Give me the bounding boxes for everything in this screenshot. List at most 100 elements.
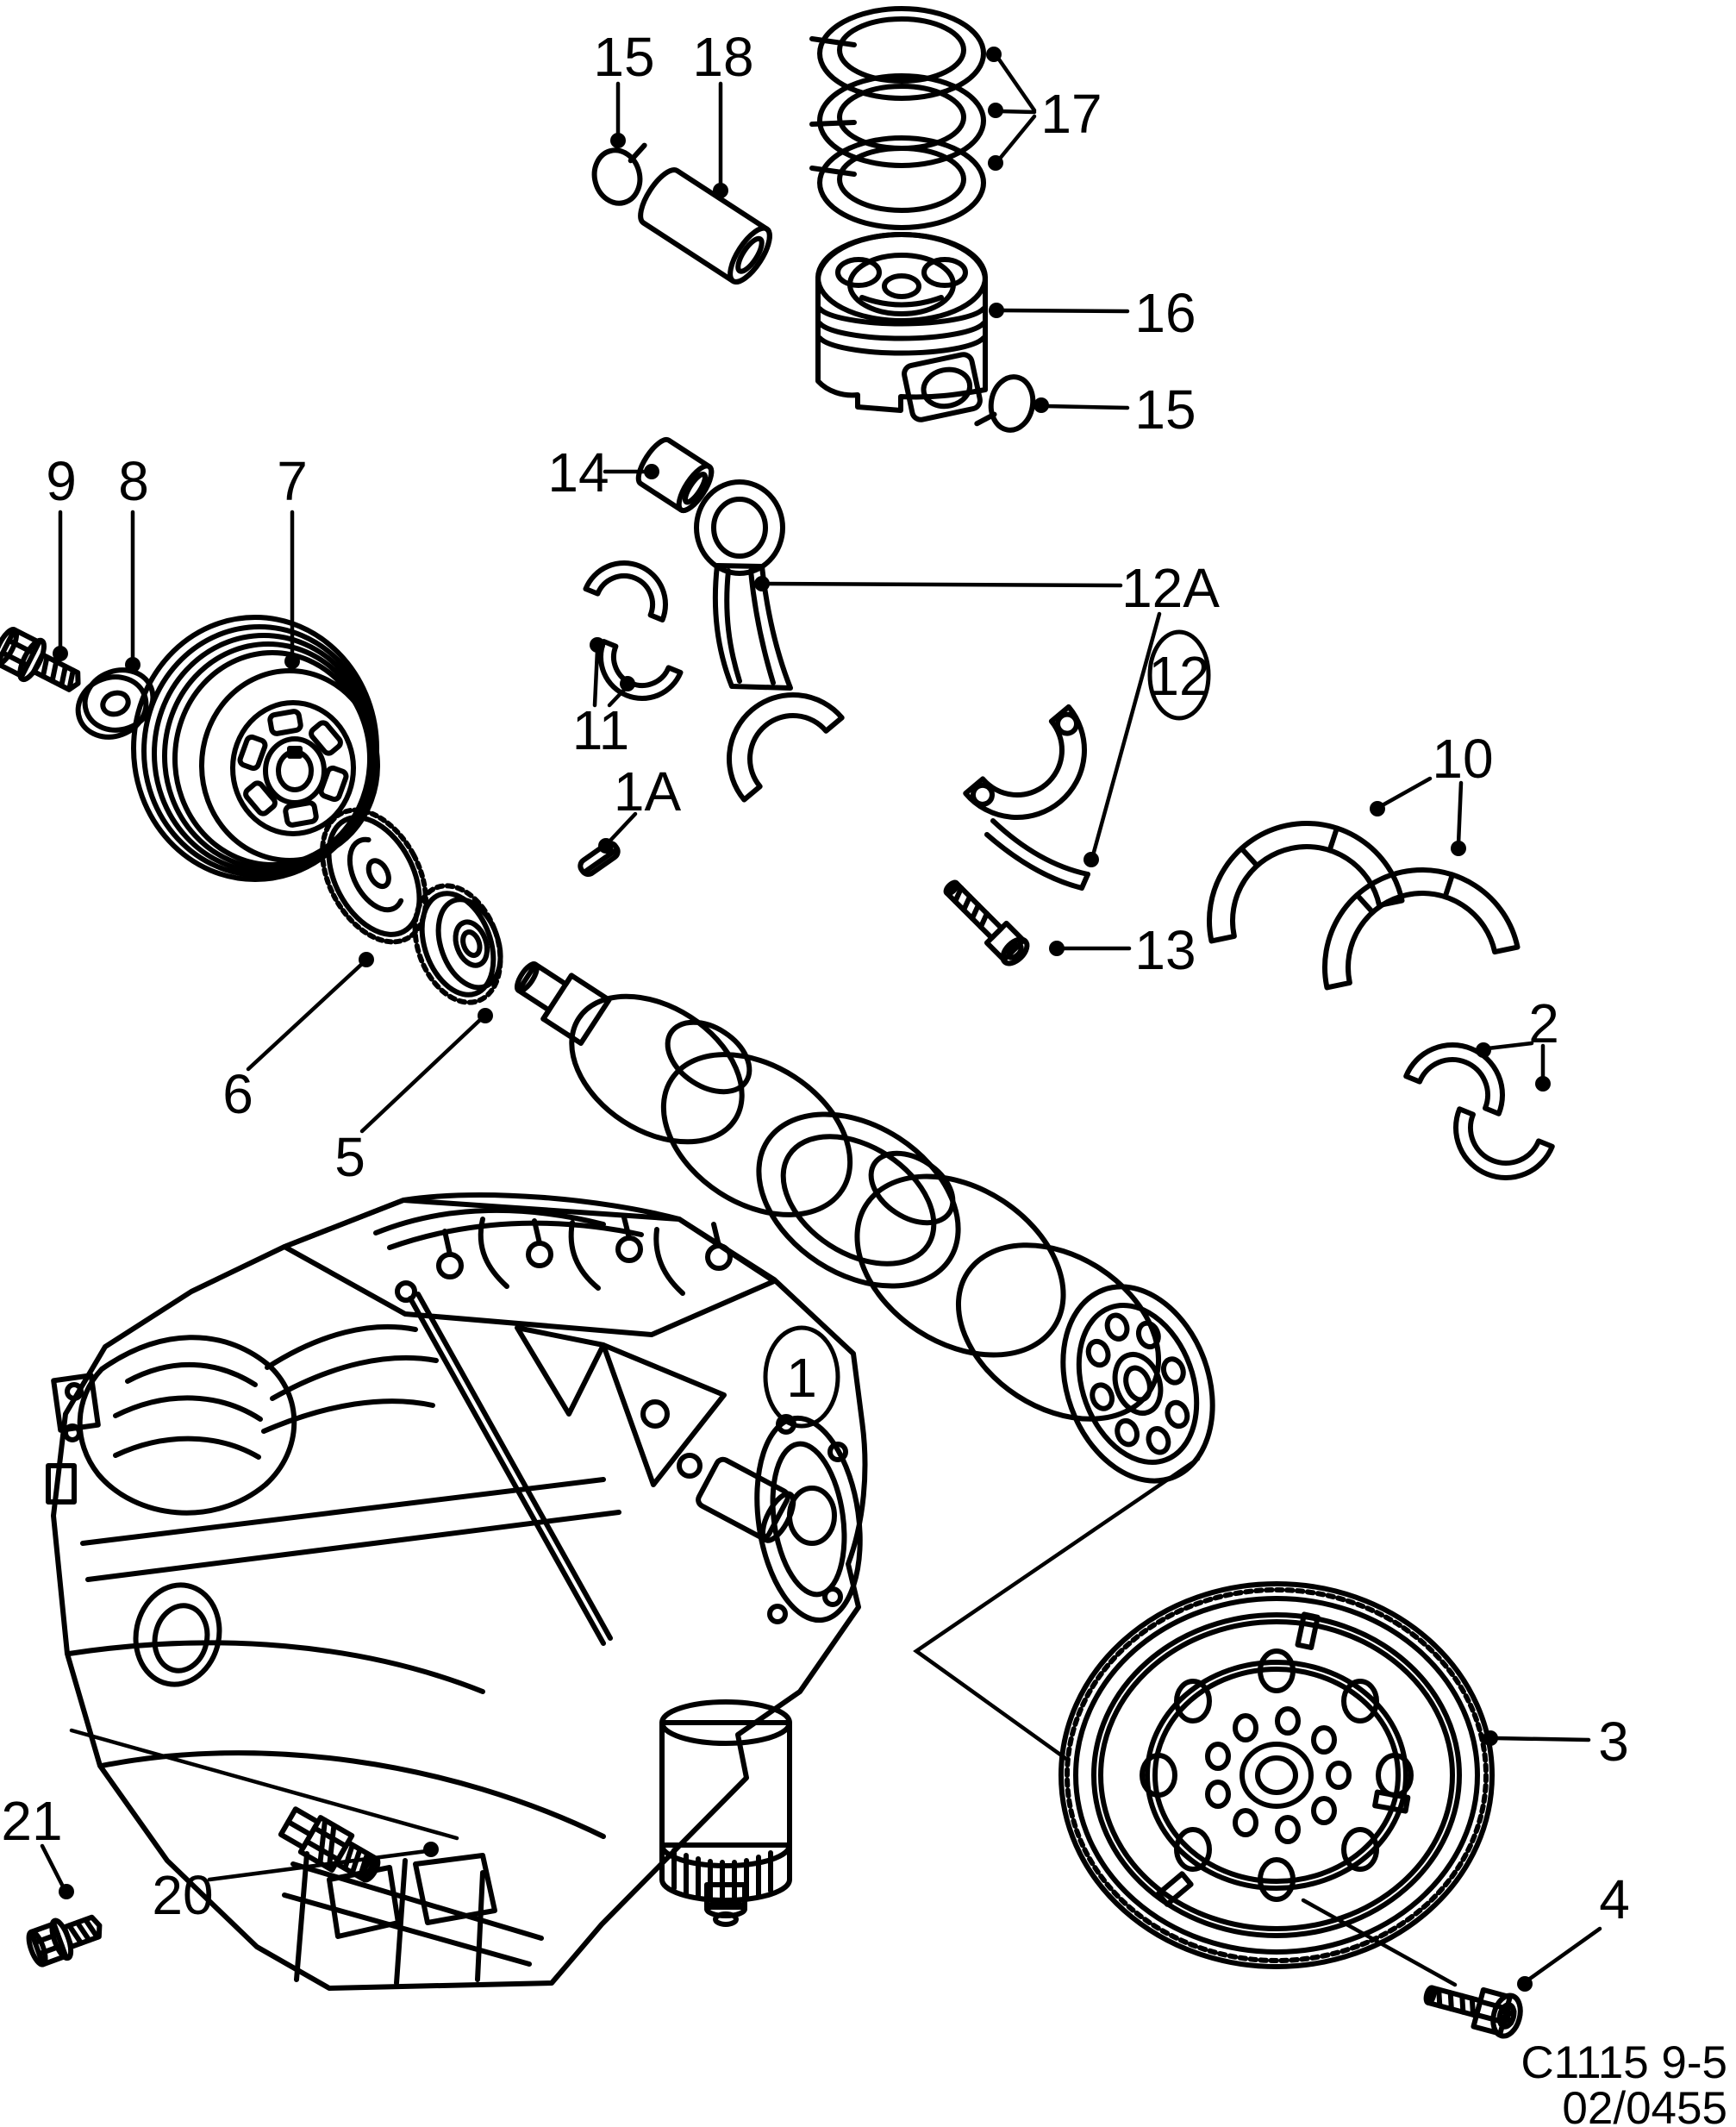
projection-line-1 xyxy=(913,1456,1201,1761)
leader-line-10-0 xyxy=(1378,776,1433,809)
leader-dot-2-1 xyxy=(1535,1076,1551,1092)
label-circle-12 xyxy=(1147,629,1211,721)
leader-line-1A-0 xyxy=(606,811,638,845)
part-label-10: 10 xyxy=(1432,728,1493,790)
leader-line-6-0 xyxy=(246,960,365,1072)
leader-dot-17-0 xyxy=(986,47,1002,62)
leader-line-17-2 xyxy=(996,114,1037,162)
leader-line-3-0 xyxy=(1493,1736,1591,1742)
leader-line-12A-0 xyxy=(764,581,1123,588)
leader-dot-16-0 xyxy=(989,303,1004,318)
leader-dot-3-0 xyxy=(1483,1730,1498,1746)
leader-dot-14-0 xyxy=(644,464,659,479)
figure-code: C1115 9-5 xyxy=(1521,2037,1727,2088)
piston-pin-illustration xyxy=(638,167,772,285)
part-label-16: 16 xyxy=(1134,282,1196,344)
leader-line-4-0 xyxy=(1525,1926,1602,1983)
leader-dot-15-right-0 xyxy=(1033,397,1049,413)
leader-dot-1A-0 xyxy=(598,838,614,854)
part-label-5: 5 xyxy=(334,1126,365,1188)
flywheel-illustration xyxy=(1058,1581,1495,1969)
leader-line-12A-1 xyxy=(1090,611,1162,858)
gear-flat-illustration xyxy=(320,807,428,945)
part-label-12A: 12A xyxy=(1121,557,1220,619)
part-label-21: 21 xyxy=(1,1790,62,1852)
main-bearing-shells-illustration xyxy=(1403,1042,1555,1180)
part-label-18: 18 xyxy=(692,26,753,88)
part-label-7: 7 xyxy=(277,450,308,512)
leader-line-5-0 xyxy=(359,1016,484,1134)
leader-dot-11-0 xyxy=(590,637,605,653)
leader-line-16-0 xyxy=(998,308,1130,314)
leader-dot-10-0 xyxy=(1370,801,1385,816)
key-illustration xyxy=(578,841,621,877)
part-label-8: 8 xyxy=(118,450,149,512)
part-label-1A: 1A xyxy=(614,760,682,823)
rod-bolt-illustration xyxy=(943,879,1030,967)
leader-dot-15-top-0 xyxy=(610,133,626,148)
leader-dot-2-0 xyxy=(1476,1042,1491,1058)
leader-dot-10-1 xyxy=(1451,841,1466,856)
circlip-right-illustration xyxy=(974,374,1036,433)
leader-dot-21-0 xyxy=(59,1884,74,1899)
leader-line-20-0 xyxy=(207,1849,429,1882)
leader-dot-18-0 xyxy=(713,183,728,198)
leader-dot-7-0 xyxy=(284,654,300,669)
leader-line-21-0 xyxy=(40,1843,66,1891)
washer-illustration xyxy=(75,667,156,740)
part-label-6: 6 xyxy=(222,1063,253,1125)
projection-line-0 xyxy=(69,1728,459,1841)
leader-dot-17-2 xyxy=(988,155,1003,171)
part-label-20: 20 xyxy=(152,1864,213,1926)
part-label-3: 3 xyxy=(1598,1711,1629,1773)
pulley-illustration xyxy=(131,615,380,882)
crankshaft-illustration xyxy=(514,961,1215,1484)
part-label-17: 17 xyxy=(1040,83,1102,145)
rod-bearing-shells-illustration xyxy=(583,560,684,701)
leader-dot-13-0 xyxy=(1049,941,1065,956)
label-circle-1 xyxy=(763,1325,840,1429)
leader-dot-11-1 xyxy=(620,676,635,691)
bushing-illustration xyxy=(635,436,715,514)
part-label-11: 11 xyxy=(572,699,629,761)
leader-dot-12A-1 xyxy=(1083,852,1099,867)
leader-line-11-1 xyxy=(607,685,628,708)
leader-dot-12A-0 xyxy=(754,576,770,591)
part-label-15-top: 15 xyxy=(593,26,654,88)
projection-line-2 xyxy=(1301,1898,1458,1987)
leader-line-17-0 xyxy=(995,54,1037,113)
part-label-12: 12 xyxy=(1148,645,1209,707)
part-label-2: 2 xyxy=(1528,992,1559,1054)
part-label-4: 4 xyxy=(1599,1868,1630,1930)
leader-line-15-right-0 xyxy=(1043,404,1130,410)
part-label-13: 13 xyxy=(1134,919,1196,981)
leader-dot-8-0 xyxy=(125,657,141,673)
leader-dot-4-0 xyxy=(1517,1976,1533,1992)
thrust-washers-illustration xyxy=(1207,821,1521,991)
diagram-artwork xyxy=(0,6,1555,2039)
figure-revision: 02/0455 xyxy=(1562,2083,1727,2127)
part-label-9: 9 xyxy=(46,450,77,512)
rod-cap-illustration xyxy=(963,704,1090,891)
leader-line-11-0 xyxy=(592,647,600,708)
leader-line-17-1 xyxy=(997,109,1037,115)
flywheel-bolt-illustration xyxy=(1423,1985,1523,2039)
leader-line-2-0 xyxy=(1485,1041,1534,1051)
gear-helical-illustration xyxy=(412,883,503,1005)
leader-dot-5-0 xyxy=(478,1008,493,1023)
piston-illustration xyxy=(815,232,988,422)
leader-dot-20-0 xyxy=(423,1842,439,1857)
block-bolt-illustration xyxy=(26,1914,103,1967)
leader-dot-17-1 xyxy=(988,103,1003,118)
piston-rings-illustration xyxy=(809,6,986,230)
part-label-15-right: 15 xyxy=(1134,378,1196,441)
circlip-top-illustration xyxy=(591,142,647,206)
part-label-14: 14 xyxy=(547,441,609,504)
leader-dot-9-0 xyxy=(53,646,68,661)
pulley-bolt-illustration xyxy=(0,627,81,692)
leader-line-10-1 xyxy=(1456,780,1464,847)
leader-dot-6-0 xyxy=(359,952,374,967)
